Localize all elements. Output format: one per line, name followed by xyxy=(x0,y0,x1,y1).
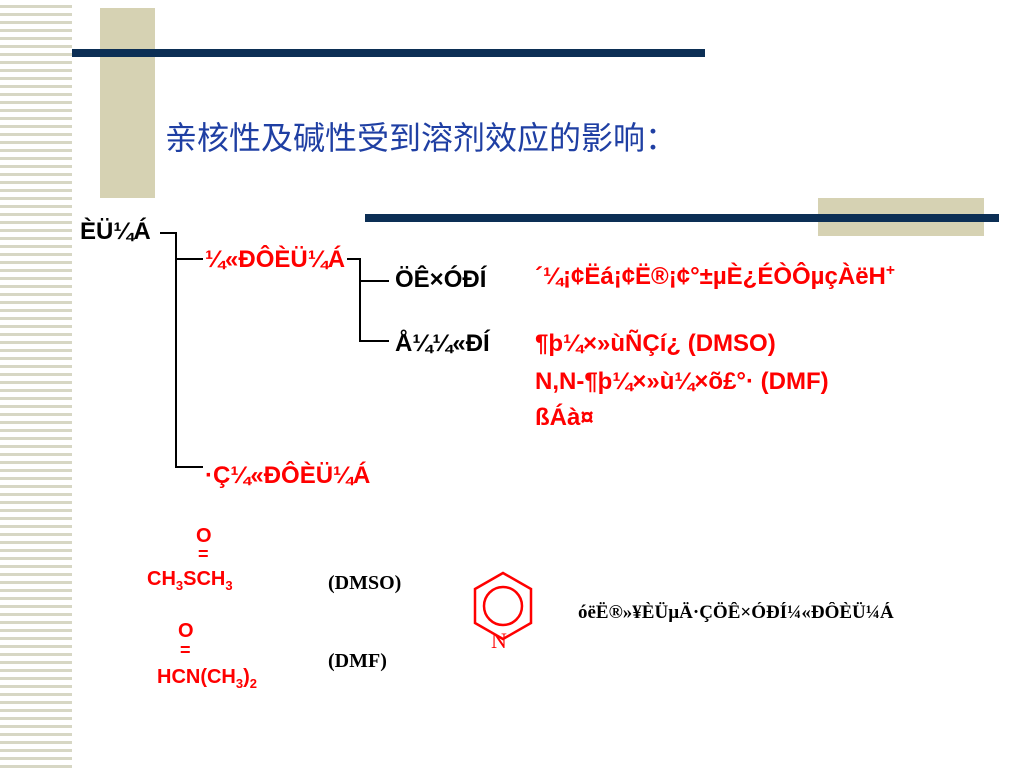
protic-examples-text: ´¼¡¢Ëá¡¢Ë®¡¢°±µÈ¿ÉÒÔµçÀëH xyxy=(535,263,886,290)
dmf-abbrev: (DMF) xyxy=(328,650,387,672)
tree-root-label: ÈÜ¼Á xyxy=(80,218,151,245)
dmf-formula-part: ) xyxy=(243,666,250,688)
aprotic-example-pyridine: ßÁà¤ xyxy=(535,404,594,431)
root-connector xyxy=(160,232,177,234)
dmso-formula-part: CH xyxy=(147,568,176,590)
protic-examples-sup: + xyxy=(885,262,895,279)
page-title: 亲核性及碱性受到溶剂效应的影响： xyxy=(165,119,678,157)
subbranch-connector xyxy=(347,258,361,260)
branch-top-connector xyxy=(175,258,203,260)
dmso-abbrev: (DMSO) xyxy=(328,572,402,594)
dmso-formula: CH3SCH3 xyxy=(147,568,233,593)
dmso-formula-part: SCH xyxy=(183,568,226,590)
pyridine-ring-icon xyxy=(473,571,533,641)
polar-solvent-label: ¼«ÐÔÈÜ¼Á xyxy=(205,246,346,273)
leaf-2-connector xyxy=(359,340,389,342)
dmso-formula-sub: 3 xyxy=(225,578,233,593)
pyridine-note: óëË®»¥ÈÜµÄ·ÇÖÊ×ÓÐÍ¼«ÐÔÈÜ¼Á xyxy=(578,602,894,623)
dmf-formula-sub: 3 xyxy=(235,676,244,691)
dmso-formula-sub: 3 xyxy=(175,578,184,593)
dmf-formula: HCN(CH3)2 xyxy=(157,666,257,691)
dmso-oxygen: O xyxy=(196,525,212,547)
nonpolar-solvent-label: ·Ç¼«ÐÔÈÜ¼Á xyxy=(205,462,371,489)
dmf-formula-part: HCN(CH xyxy=(157,666,236,688)
pyridine-nitrogen: N xyxy=(491,628,507,653)
dmso-double-bond: = xyxy=(198,544,209,564)
aprotic-example-dmf: N,N-¶þ¼×»ù¼×õ£°· (DMF) xyxy=(535,368,829,395)
dmf-formula-sub: 2 xyxy=(249,676,258,691)
dmf-oxygen: O xyxy=(178,620,194,642)
tree-main-vertical xyxy=(175,232,177,468)
branch-bottom-connector xyxy=(175,466,203,468)
beige-block-left xyxy=(100,8,155,198)
protic-examples: ´¼¡¢Ëá¡¢Ë®¡¢°±µÈ¿ÉÒÔµçÀëH+ xyxy=(535,262,895,291)
mid-accent-bar xyxy=(365,214,999,222)
subbranch-vertical xyxy=(359,258,361,342)
leaf-1-connector xyxy=(359,280,389,282)
protic-label: ÖÊ×ÓÐÍ xyxy=(395,266,487,293)
aprotic-example-dmso: ¶þ¼×»ùÑÇí¿ (DMSO) xyxy=(535,330,776,357)
top-accent-bar xyxy=(72,49,705,57)
aprotic-label: Å¼¼«ÐÍ xyxy=(395,330,490,357)
dmf-double-bond: = xyxy=(180,640,191,660)
striped-margin xyxy=(0,0,72,768)
